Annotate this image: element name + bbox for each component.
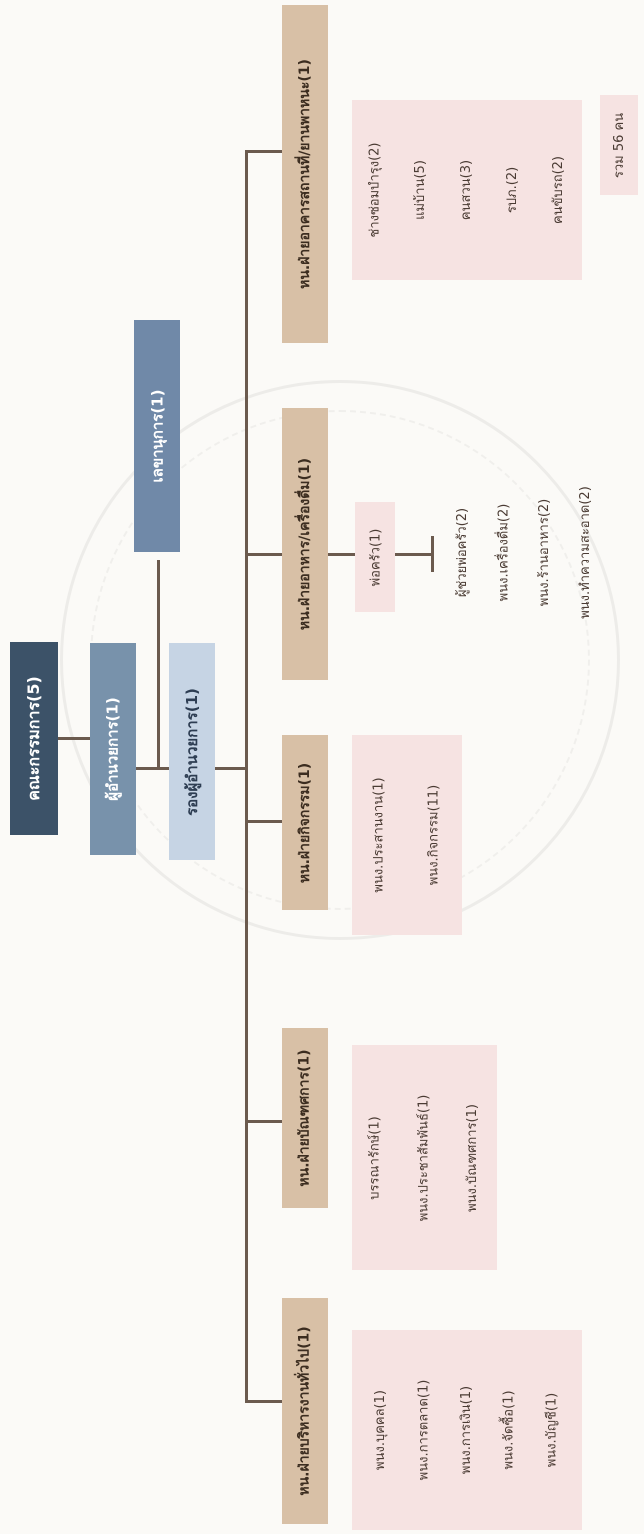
dept-head-building-label: หน.ฝ่ายอาคารสถานที่/ยานพาหนะ(1) (297, 59, 313, 289)
dept-head-admin: หน.ฝ่ายบริหารงานทั่วไป(1) (282, 1298, 328, 1524)
dept-head-building: หน.ฝ่ายอาคารสถานที่/ยานพาหนะ(1) (282, 5, 328, 343)
dept-head-activity: หน.ฝ่ายกิจกรรม(1) (282, 735, 328, 910)
food-staff-2: พนง.เครื่องดื่ม(2) (496, 504, 511, 602)
branch-food (245, 553, 282, 556)
deputy-label: รองผู้อำนวยการ(1) (183, 687, 202, 816)
staff-item: ผู้ช่วยพ่อครัว(2) (455, 507, 471, 598)
director-box: ผู้อำนวยการ(1) (90, 643, 136, 855)
staff-item: พนง.ประชาสัมพันธ์(1) (416, 1094, 432, 1221)
dept-head-activity-label: หน.ฝ่ายกิจกรรม(1) (297, 762, 314, 883)
staff-item: พนง.การเงิน(1) (458, 1385, 474, 1475)
staff-item: พนง.บัญชี(1) (544, 1392, 560, 1468)
staff-item: พนง.บุคคล(1) (373, 1390, 389, 1470)
committee-label: คณะกรรมการ(5) (23, 676, 43, 801)
staff-item: พนง.ประสานงาน(1) (371, 777, 387, 893)
staff-item: รปภ.(2) (505, 166, 521, 214)
food-staff-3: พนง.ร้านอาหาร(2) (537, 499, 552, 606)
committee-box: คณะกรรมการ(5) (10, 642, 58, 835)
food-staff-4: พนง.ทำความสะอาด(2) (578, 486, 593, 619)
staff-item: ช่างซ่อมบำรุง(2) (367, 142, 382, 238)
secretary-label: เลขานุการ(1) (148, 389, 166, 483)
connector-director-deputy (136, 767, 169, 770)
branch-bandhasakarn (245, 1120, 282, 1123)
staff-item: พนง.จัดซื้อ(1) (501, 1390, 517, 1470)
staff-item: พนง.กิจกรรม(11) (426, 784, 442, 886)
staff-item: พนง.บัณฑศการ(1) (464, 1103, 480, 1212)
staff-item: แม่บ้าน(5) (413, 160, 428, 220)
seal-watermark (60, 380, 620, 940)
staff-panel-building: ช่างซ่อมบำรุง(2) แม่บ้าน(5) คนสวน(3) รปภ… (352, 100, 582, 280)
deputy-box: รองผู้อำนวยการ(1) (169, 643, 215, 860)
staff-item: บรรณารักษ์(1) (368, 1115, 384, 1200)
staff-panel-bandhasakarn: บรรณารักษ์(1) พนง.ประชาสัมพันธ์(1) พนง.บ… (352, 1045, 497, 1270)
branch-building (245, 150, 282, 153)
staff-item: คนสวน(3) (459, 159, 474, 221)
staff-item: คนขับรถ(2) (551, 156, 566, 224)
dept-head-admin-label: หน.ฝ่ายบริหารงานทั่วไป(1) (297, 1326, 314, 1496)
staff-panel-admin: พนง.บุคคล(1) พนง.การตลาด(1) พนง.การเงิน(… (352, 1330, 582, 1530)
director-label: ผู้อำนวยการ(1) (104, 697, 122, 801)
secretary-box: เลขานุการ(1) (134, 320, 180, 552)
staff-item: พนง.การตลาด(1) (416, 1379, 432, 1481)
dept-head-bandhasakarn: หน.ฝ่ายบัณฑศการ(1) (282, 1028, 328, 1208)
total-box: รวม 56 คน (600, 95, 638, 195)
total-label: รวม 56 คน (612, 112, 628, 178)
dept-head-food-label: หน.ฝ่ายอาหาร/เครื่องดื่ม(1) (297, 457, 313, 631)
branch-admin (245, 1400, 282, 1403)
dept-head-food: หน.ฝ่ายอาหาร/เครื่องดื่ม(1) (282, 408, 328, 680)
staff-item: พนง.ทำความสะอาด(2) (578, 486, 593, 619)
staff-item: พนง.เครื่องดื่ม(2) (496, 503, 512, 602)
chef-box: พ่อครัว(1) (355, 502, 395, 612)
chef-label: พ่อครัว(1) (368, 528, 384, 586)
connector-food-chef (328, 553, 355, 556)
branch-activity (245, 820, 282, 823)
food-staff-1: ผู้ช่วยพ่อครัว(2) (455, 508, 470, 597)
trunk-line (245, 150, 248, 1402)
connector-chef-staff (395, 553, 433, 556)
staff-panel-activity: พนง.ประสานงาน(1) พนง.กิจกรรม(11) (352, 735, 462, 935)
connector-deputy-trunk (215, 767, 247, 770)
connector-secretary-vertical (157, 560, 160, 770)
dept-head-bandhasakarn-label: หน.ฝ่ายบัณฑศการ(1) (297, 1049, 314, 1187)
chef-staff-tick (431, 536, 434, 572)
connector-committee-director (58, 737, 91, 740)
staff-item: พนง.ร้านอาหาร(2) (537, 498, 553, 607)
